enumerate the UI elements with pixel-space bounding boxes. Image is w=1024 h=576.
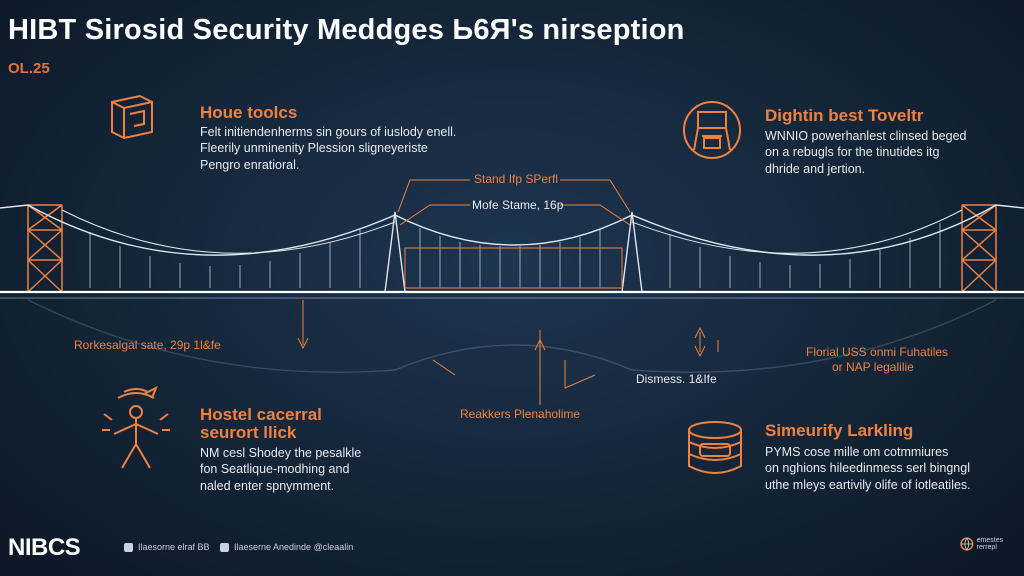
footer-logo: NIBCS	[8, 534, 81, 561]
coin-stack-icon	[688, 421, 742, 474]
bottom-right-heading: Simeurify Larkling	[765, 421, 914, 440]
callout-center-low: Reakkers Plenaholime	[460, 407, 581, 421]
inner-tower-right	[621, 211, 643, 293]
top-left-line: Felt initiendenherms sin gours of iuslod…	[200, 125, 457, 139]
footer-item-1: Ilaesorne elraf BB	[124, 542, 210, 552]
bottom-left-heading-line: seurort llick	[200, 422, 297, 442]
bottom-left-line: fon Seatlique-modhing and	[200, 462, 350, 477]
footer-right: emestes rerrepl	[960, 537, 1024, 551]
main-cable-center	[394, 214, 633, 246]
top-left-line: Pengro enratioral.	[200, 157, 300, 172]
bottom-left-line: NM cesl Shodey the pesalkle	[200, 446, 362, 460]
right-tower	[961, 204, 997, 293]
callout-stand: Stand Ifp SPerfl	[474, 172, 559, 186]
left-tower	[27, 204, 63, 293]
page-subtitle: OL.25	[8, 60, 50, 77]
document-box-icon	[111, 94, 153, 140]
callout-left-mid: Rorkesalgal sate, 29p 1l&fe	[74, 338, 221, 352]
callout-right-mid-2: or NAP legalilie	[832, 360, 914, 374]
top-left-line: Fleerily unminenity Plession sligneyeris…	[200, 141, 428, 156]
top-right-heading: Dightin best Toveltr	[765, 106, 924, 125]
bottom-right-line: uthe mleys eartivily olife of iotleatile…	[765, 477, 971, 492]
top-right-line: WNNIO powerhanlest clinsed beged	[765, 129, 967, 143]
footer-item-2: Ilaeserne Anedinde @cleaalin	[220, 542, 353, 552]
main-cable-right	[631, 204, 1024, 256]
bottom-left-heading-line: Hostel cacerral	[200, 405, 322, 424]
callout-mof: Mofe Stame, 16p	[472, 198, 564, 212]
bottom-left-line: naled enter spnymment.	[200, 478, 335, 493]
footer-item-2-text: Ilaeserne Anedinde @cleaalin	[234, 542, 354, 552]
top-right-line: dhride and jertion.	[765, 161, 866, 176]
tower-node-icon	[683, 101, 741, 159]
footer-right-text: emestes rerrepl	[976, 537, 1004, 551]
top-left-heading: Houe toolcs	[200, 103, 298, 122]
callout-dismess: Dismess. 1&Ife	[636, 372, 717, 386]
bottom-left-body: NM cesl Shodey the pesalkle fon Seatliqu…	[200, 445, 361, 494]
person-signal-icon	[102, 385, 170, 469]
bottom-right-line: on nghions hileedinmess serl bingngl	[765, 461, 970, 476]
top-left-body: Felt initiendenherms sin gours of iuslod…	[200, 124, 456, 173]
bottom-right-line: PYMS cose mille om cotmmiures	[765, 445, 949, 459]
globe-icon	[960, 537, 974, 551]
callout-right-mid-1: Florial USS onmi Fuhatiles	[806, 345, 949, 359]
footer-badge-icon	[220, 542, 229, 552]
top-right-body: WNNIO powerhanlest clinsed beged on a re…	[765, 128, 967, 177]
main-cable-left	[0, 204, 396, 256]
bottom-right-body: PYMS cose mille om cotmmiures on nghions…	[765, 444, 971, 493]
page-title: HIBT Sirosid Security Meddges Ь6Я's nirs…	[8, 14, 685, 46]
footer-item-1-text: Ilaesorne elraf BB	[138, 542, 210, 552]
footer-badge-icon	[124, 542, 133, 552]
inner-tower-left	[384, 211, 406, 293]
bottom-left-heading: Hostel cacerral seurort llick	[200, 406, 322, 442]
top-right-line: on a rebugls for the tinutides itg	[765, 145, 940, 160]
